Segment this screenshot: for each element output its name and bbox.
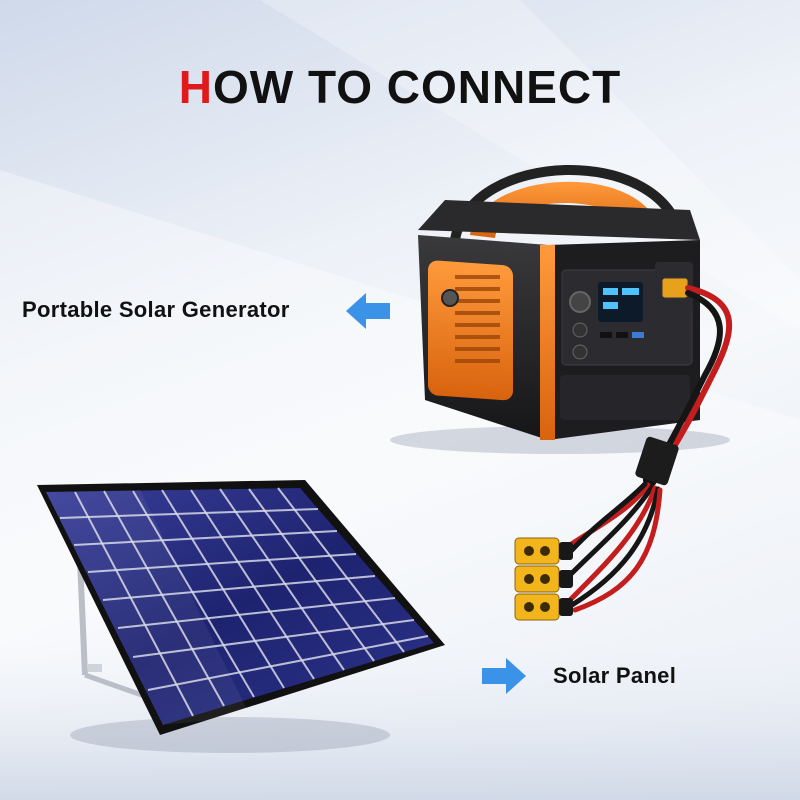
- floor: [0, 640, 800, 800]
- arrow-right-icon: [482, 658, 526, 694]
- title-first-letter: H: [178, 61, 213, 113]
- title-rest: OW TO CONNECT: [212, 61, 622, 113]
- solar-panel: [37, 480, 445, 753]
- generator-label: Portable Solar Generator: [22, 297, 290, 322]
- xt60-connectors: [514, 537, 573, 621]
- solar-panel-label: Solar Panel: [553, 663, 677, 688]
- arrow-left-icon: [346, 293, 390, 329]
- connector-cable: [567, 285, 733, 613]
- page-title: HOW TO CONNECT: [0, 60, 800, 114]
- portable-power-station: [390, 165, 730, 454]
